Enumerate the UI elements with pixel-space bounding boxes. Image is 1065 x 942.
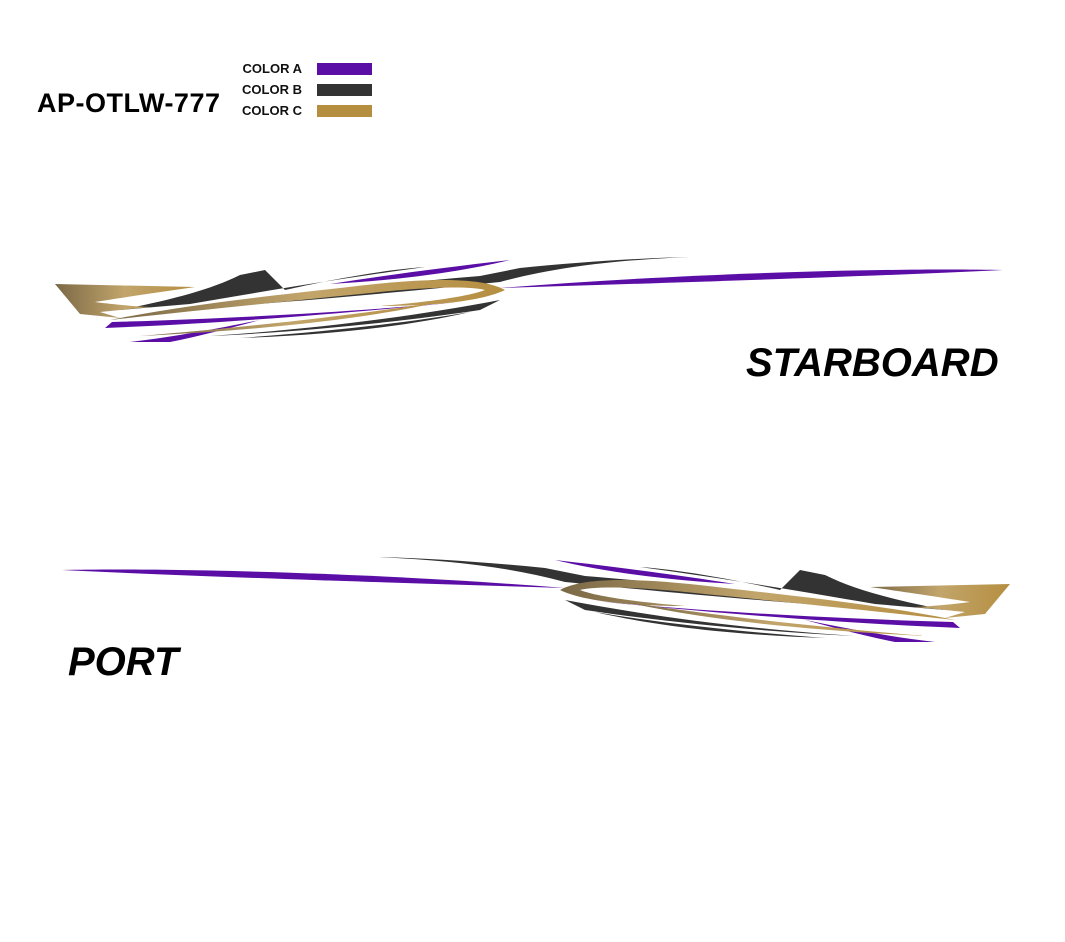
design-code: AP-OTLW-777 [37,88,221,118]
purple-stripe-lower [585,600,960,628]
color-swatch [317,63,372,75]
port-label: PORT [68,640,179,684]
purple-stripe-lower [105,300,480,328]
legend-label: COLOR B [242,82,302,97]
gold-tail [870,584,1010,618]
legend-item-color-c: COLOR C [200,101,372,122]
purple-spear [500,269,1003,288]
legend-label: COLOR A [242,61,302,76]
legend-label: COLOR C [242,103,302,118]
dark-spike [640,567,945,610]
legend-item-color-a: COLOR A [200,59,372,80]
starboard-graphic [55,257,1003,342]
dark-spike [120,267,425,310]
starboard-label: STARBOARD [746,341,999,385]
purple-spear [62,569,565,588]
color-swatch [317,105,372,117]
purple-stripe [555,560,735,584]
gold-swirl [560,580,955,620]
legend-item-color-b: COLOR B [200,80,372,101]
color-swatch [317,84,372,96]
gold-swirl [110,280,505,320]
port-graphic [62,557,1010,642]
gold-tail [55,284,195,318]
purple-stripe [330,260,510,284]
